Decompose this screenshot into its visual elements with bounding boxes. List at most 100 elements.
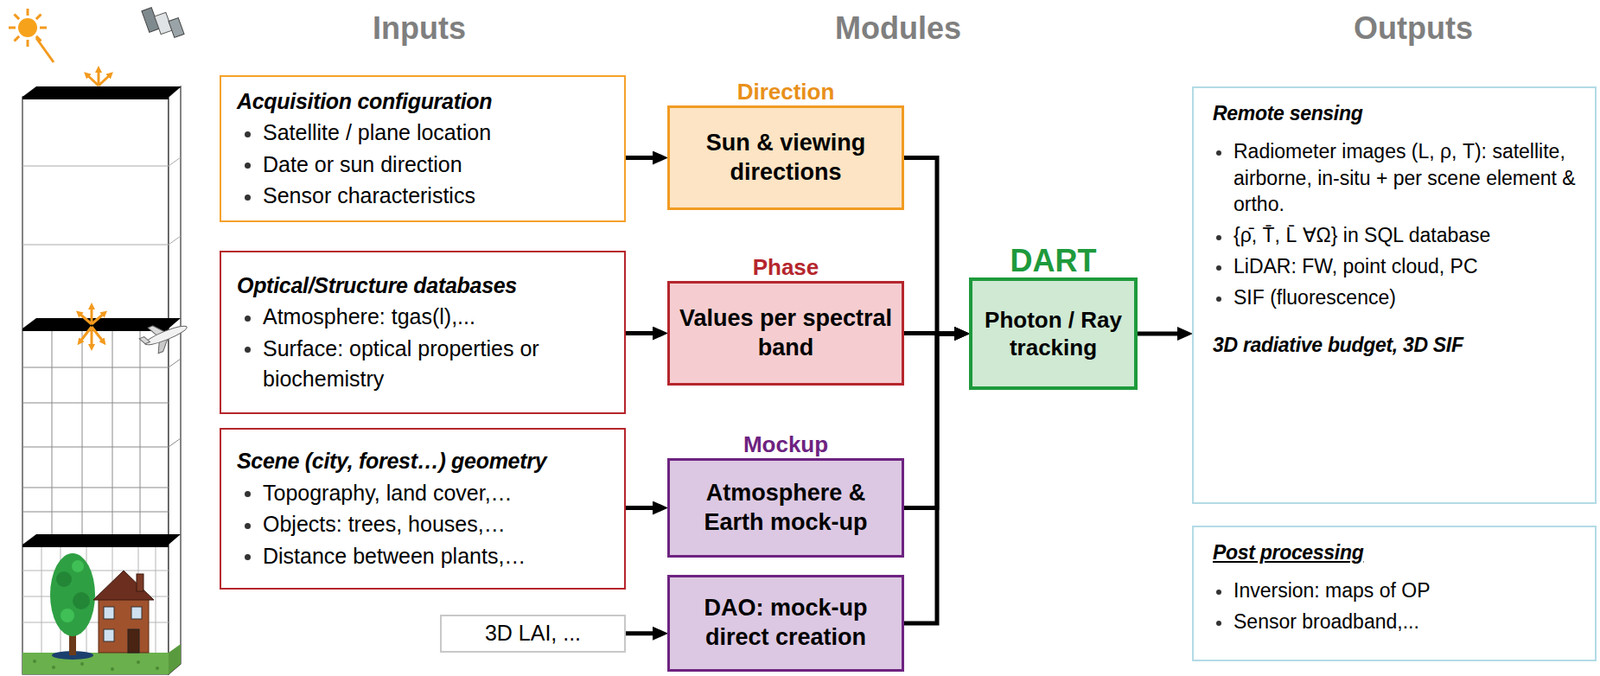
layer-line [22,244,169,246]
house [136,573,144,592]
bullet-text: Satellite / plane location [236,117,611,149]
satellite [141,7,185,39]
bullet-text: LiDAR: FW, point cloud, PC [1212,253,1581,281]
flow-arrow [904,333,955,624]
cell-grid [82,328,83,535]
ground [80,662,84,666]
scene-illustration [0,0,208,676]
ground [168,643,181,675]
module-title: DART [920,242,1186,280]
tree [50,553,96,637]
tree [72,592,90,610]
cell-grid [22,446,169,448]
ground-grid [41,544,43,653]
layer-line [168,235,181,245]
layer-line [22,165,169,167]
bullet-text: Sensor characteristics [236,180,611,212]
output-box: Remote sensingRadiometer images (L, ρ, T… [1192,86,1597,504]
bullet-text: Inversion: maps of OP [1212,577,1581,605]
module-label: Values per spectral band [676,304,895,364]
flow-arrow [1137,331,1178,337]
cell-grid [22,328,181,535]
column-heading: Outputs [1274,9,1552,47]
cell-grid [168,438,181,447]
column-heading: Inputs [280,9,558,47]
module-box: DirectionSun & viewing directions [667,105,905,211]
house [103,629,115,642]
scatter-arrows [78,69,111,348]
flow-arrow [625,631,653,636]
ground [51,665,56,670]
tree [50,553,96,660]
sun [39,26,47,30]
module-title: Direction [618,78,954,106]
box-heading: Post processing [1212,539,1581,567]
sun-ray [36,38,54,63]
sun [14,36,20,42]
bullet-text: SIF (fluorescence) [1212,284,1581,312]
scatter-arrows [78,312,92,325]
parameter-text: 3D LAI, ... [484,618,581,650]
layer-plate [22,534,181,545]
scatter-arrows [91,326,104,343]
sun [8,8,47,47]
house [103,606,115,619]
flow-arrow [625,331,653,336]
ground-grid [22,570,169,572]
cell-grid [168,358,181,368]
scatter-arrows [91,312,105,325]
scatter-arrows [79,326,92,343]
house [131,606,142,619]
sun [8,8,47,47]
flow-arrow [904,333,955,509]
column-heading: Modules [759,9,1037,47]
ground-grid [22,544,169,653]
cell-grid [51,328,53,535]
cell-grid [22,511,169,513]
bullet-text: Atmosphere: tgas(l),... [236,301,611,333]
layer-line [22,157,181,245]
airplane [143,323,189,349]
scatter-arrows [86,74,99,86]
output-box: Post processingInversion: maps of OP Sens… [1192,525,1597,662]
bullet-text: Topography, land cover,… [236,478,611,510]
bullet-text: {ρ̄, T̄, L̄ ∀Ω} in SQL database [1212,222,1581,249]
sun [18,18,38,38]
sun [14,14,20,20]
cell-grid [112,328,114,535]
scatter-arrows [90,326,94,348]
house [127,629,140,653]
layer-plate [22,96,169,100]
cell-grid [140,328,141,535]
ground [32,659,160,671]
layer-plate [22,318,181,329]
module-label: Sun & viewing directions [676,128,895,188]
module-label: Atmosphere & Earth mock-up [676,478,895,538]
tree [71,560,84,573]
ground [32,659,37,663]
summary-heading: 3D radiative budget, 3D SIF [1212,331,1581,359]
flow-arrow [904,158,955,335]
cell-grid [22,402,169,404]
tree [56,571,72,587]
engine-box: DARTPhoton / Ray tracking [968,277,1138,390]
cell-grid [22,367,169,369]
sun [36,14,42,20]
module-label: DAO: mock-up direct creation [676,593,895,653]
layer-line [168,157,181,166]
ground-grid [155,544,157,653]
module-title: Phase [618,254,954,281]
satellite [168,18,185,39]
bullet-text: Radiometer images (L, ρ, T): satellite, … [1212,138,1581,218]
module-box: PhaseValues per spectral band [667,280,905,386]
sun [8,26,16,30]
input-box: Acquisition configurationSatellite / pla… [219,75,626,223]
box-heading: Optical/Structure databases [236,270,611,302]
bullet-text: Sensor broadband,... [1212,608,1581,636]
input-box: Optical/Structure databasesAtmosphere: t… [219,250,626,415]
module-title: Mockup [618,431,954,459]
ground [136,660,141,664]
tree [60,608,75,623]
sun [26,8,30,16]
